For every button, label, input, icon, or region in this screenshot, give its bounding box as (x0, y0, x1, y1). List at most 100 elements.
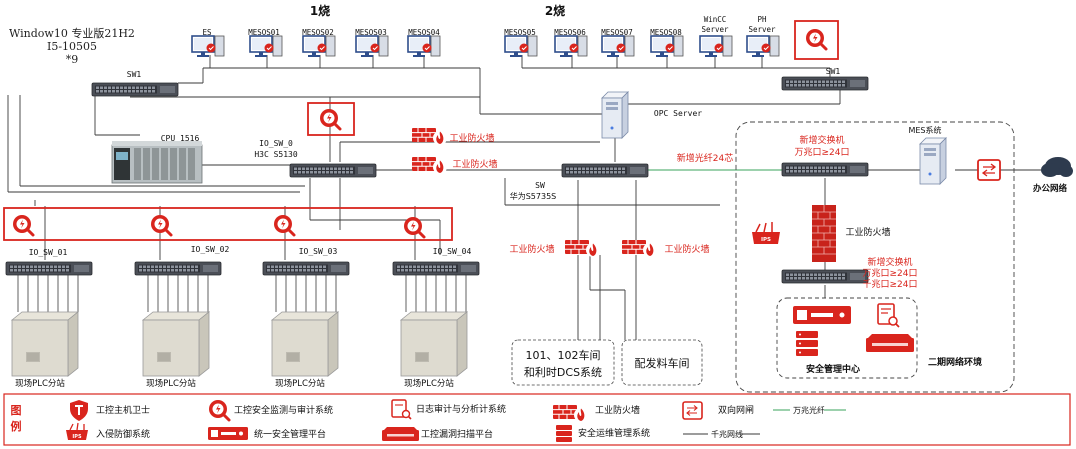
switch-sw1-left-icon (91, 82, 179, 97)
ws-label-mesos08: MESOS08 (650, 28, 682, 37)
phase2-network-area (735, 121, 1015, 393)
legend-box (3, 393, 1071, 446)
new-switch-top-label-2: 万兆口≥24口 (795, 147, 850, 158)
legend-tenG-fiber: 万兆光纤 (793, 405, 825, 415)
switch-io-sw02-icon (134, 261, 222, 276)
workstation-mesos02-icon (302, 35, 336, 58)
dcs-system-box (511, 339, 615, 386)
gap-legend-icon (682, 401, 703, 420)
plc-station-label-2: 现场PLC分站 (146, 378, 196, 389)
plc-cabinet-4-icon (400, 311, 468, 377)
switch-io-sw0-icon (289, 163, 377, 178)
switch-io-sw01-label: IO_SW_01 (29, 248, 68, 257)
wincc-server-label-1: WinCC (704, 15, 727, 24)
vuln-scan-device-icon (866, 334, 914, 352)
ws-label-mesos01: MESOS01 (248, 28, 280, 37)
opc-server-icon (601, 91, 629, 139)
switch-sw1-left-label: SW1 (127, 70, 142, 79)
ph-server-label-2: Server (748, 25, 776, 34)
ws-label-mesos03: MESOS03 (355, 28, 387, 37)
mes-server-icon (919, 137, 947, 185)
switch-sw1-right-icon (781, 76, 869, 91)
legend-ips: 入侵防御系统 (96, 428, 150, 440)
legend-audit: 工控安全监测与审计系统 (234, 404, 333, 416)
ops-mgmt-legend-icon (556, 425, 572, 442)
vuln-scan-legend-icon (382, 427, 419, 441)
workstation-mesos03-icon (355, 35, 389, 58)
mes-system-label: MES系统 (908, 125, 941, 135)
office-network-label: 办公网络 (1033, 183, 1068, 194)
switch-io-sw04-icon (392, 261, 480, 276)
legend-firewall: 工业防火墙 (595, 404, 640, 416)
unified-mgmt-legend-icon (208, 427, 248, 440)
audit-highlight-row (3, 207, 453, 241)
audit-monitor-icon-top (804, 27, 828, 51)
switch-io-sw03-label: IO_SW_03 (299, 247, 338, 256)
host-info-line3: *9 (66, 53, 79, 66)
svg-text:IPS: IPS (761, 237, 771, 243)
firewall-2-label: 工业防火墙 (452, 158, 497, 170)
ops-mgmt-device-icon (796, 331, 818, 356)
audit-monitor-icon-row-3 (272, 213, 296, 237)
switch-io-sw03-icon (262, 261, 350, 276)
feed-workshop-box (621, 339, 703, 386)
plc-cabinet-3-icon (271, 311, 339, 377)
plc-cabinet-1-icon (11, 311, 79, 377)
security-center-box (776, 297, 918, 379)
audit-monitor-icon-mid (318, 107, 342, 131)
security-center-label: 安全管理中心 (806, 363, 860, 375)
workstations-zone1: ES MESOS01 MESOS02 MESOS03 MESOS04 (191, 28, 441, 58)
firewall-3-icon (564, 239, 601, 258)
plc-station-label-1: 现场PLC分站 (15, 378, 65, 389)
new-switch-top-icon (781, 162, 869, 177)
switch-io-sw0-label-1: IO_SW_0 (259, 139, 293, 148)
legend-host-guard: 工控主机卫士 (96, 404, 150, 416)
audit-highlight-box-top (794, 20, 839, 60)
zone2-label: 2烧 (545, 3, 565, 18)
legend-ops-mgmt: 安全运维管理系统 (578, 427, 650, 439)
workstation-es-icon (191, 35, 225, 58)
cpu-1516-rack (111, 141, 203, 184)
ws-label-mesos07: MESOS07 (601, 28, 633, 37)
unified-mgmt-device-icon (793, 306, 851, 324)
legend-log-audit: 日志审计与分析计系统 (416, 403, 506, 415)
mes-brick-firewall-icon (812, 205, 836, 262)
workstation-mesos07-icon (601, 35, 635, 58)
ws-label-mesos05: MESOS05 (504, 28, 536, 37)
new-switch-bottom-label-1: 新增交换机 (867, 256, 912, 268)
switch-core-label-1: SW (535, 181, 545, 190)
wincc-server-label-2: Server (701, 25, 729, 34)
new-switch-bottom-icon (781, 269, 869, 284)
firewall-1-label: 工业防火墙 (449, 132, 494, 144)
legend-gap: 双向网闸 (718, 404, 754, 416)
zone1-label: 1烧 (310, 3, 330, 18)
ips-legend-icon: IPS (66, 422, 88, 440)
fiber-label: 新增光纤24芯 (677, 152, 733, 164)
legend-vuln-scan: 工控漏洞扫描平台 (421, 428, 493, 440)
dcs-box-line1: 101、102车间 (526, 348, 601, 362)
plc-station-label-3: 现场PLC分站 (275, 378, 325, 389)
firewall-mes-label: 工业防火墙 (845, 226, 890, 238)
plc-station-label-4: 现场PLC分站 (404, 378, 454, 389)
wincc-server-icon (699, 35, 733, 58)
legend-title-1: 图 (11, 404, 22, 417)
workstation-mesos08-icon (650, 35, 684, 58)
opc-server-label: OPC Server (654, 109, 702, 118)
legend-gig-line: 千兆网线 (711, 429, 743, 439)
new-switch-bottom-label-2: 万兆口≥24口 (863, 268, 918, 279)
workstations-zone2: MESOS05 MESOS06 MESOS07 MESOS08 WinCC Se… (504, 15, 780, 58)
audit-highlight-box-mid (307, 102, 355, 136)
svg-text:IPS: IPS (72, 434, 82, 440)
switch-io-sw02-label: IO_SW_02 (191, 245, 230, 254)
ips-device-icon: IPS (752, 222, 780, 244)
dcs-box-line2: 和利时DCS系统 (524, 366, 602, 379)
switch-io-sw0-label-2: H3C S5130 (254, 150, 298, 159)
switch-core-label-2: 华为S5735S (510, 191, 557, 201)
phase2-label: 二期网络环境 (928, 356, 982, 368)
plc-cabinet-2-icon (142, 311, 210, 377)
firewall-4-icon (621, 239, 658, 258)
workstation-mesos01-icon (249, 35, 283, 58)
ph-server-label-1: PH (757, 15, 767, 24)
